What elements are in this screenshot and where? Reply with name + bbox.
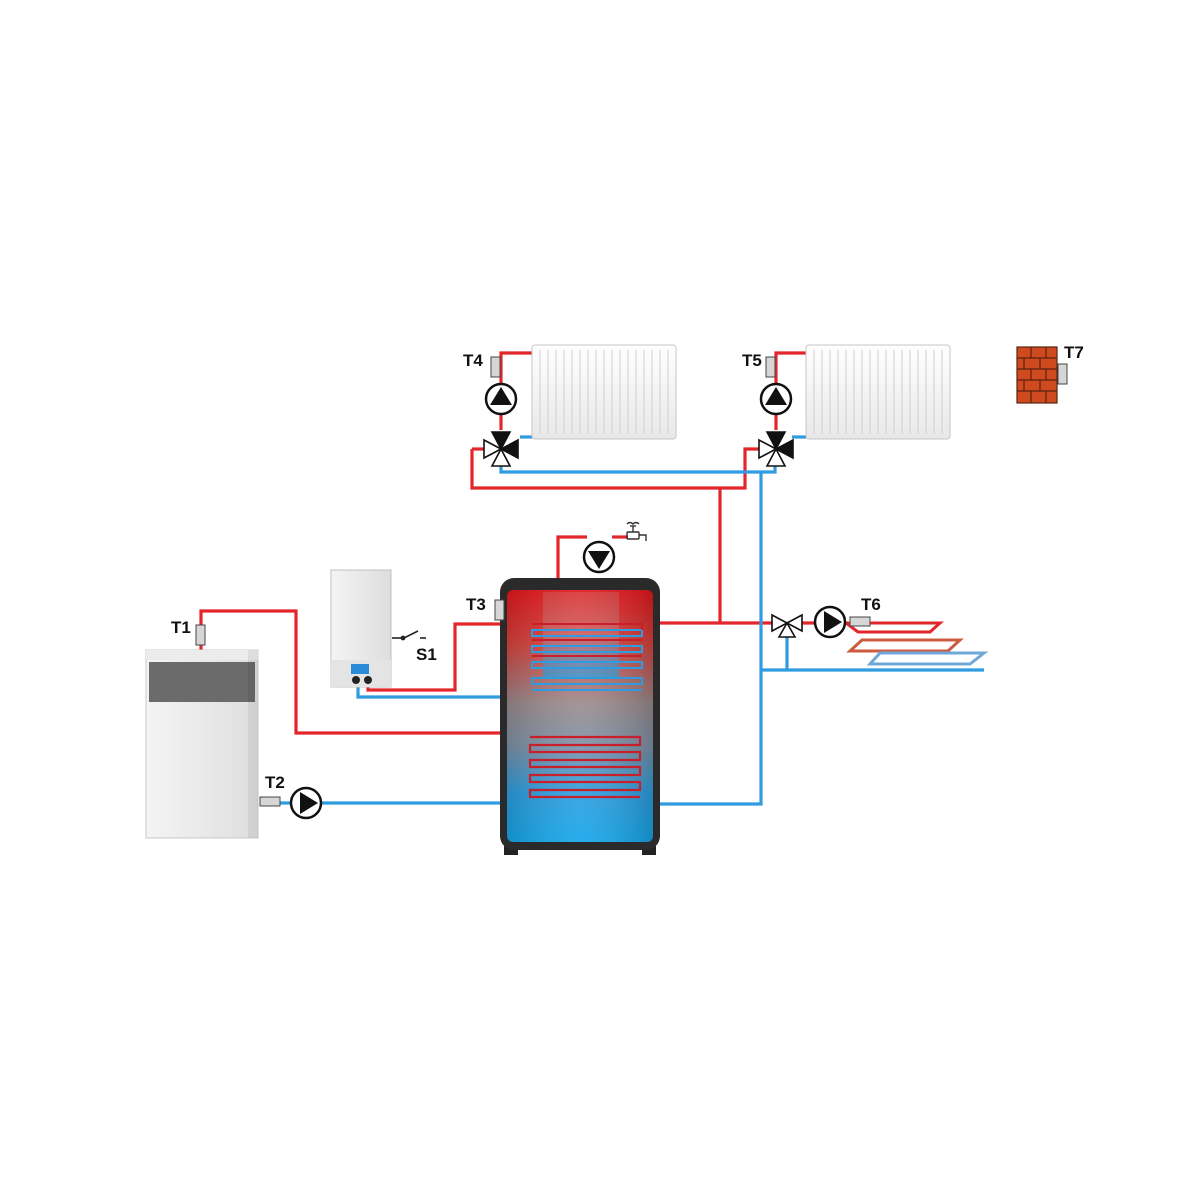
- wall-heater: [330, 569, 392, 688]
- switch-icon: [392, 630, 426, 641]
- pump-icon: [289, 786, 323, 820]
- boiler-supply-pipe: [199, 609, 502, 735]
- radiator-right: [805, 344, 951, 440]
- label-t2: T2: [265, 773, 285, 792]
- label-t6: T6: [861, 595, 881, 614]
- buffer-tank: [500, 578, 660, 855]
- radiator-return-distribution: [499, 463, 777, 474]
- brick-wall-icon: [1016, 346, 1058, 404]
- radiator-supply-distribution: [470, 447, 762, 490]
- upper-coil-red: [532, 623, 643, 657]
- pump-icon: [484, 382, 518, 416]
- radiator-left: [531, 344, 677, 440]
- label-t7: T7: [1064, 343, 1084, 362]
- label-s1: S1: [416, 645, 437, 664]
- sensor-icon: [195, 356, 1068, 807]
- lower-coil: [528, 735, 642, 799]
- mixing-valve-icon: [758, 431, 794, 467]
- floor-heating-loops: [841, 621, 989, 666]
- hot-water-outlet-pipe: [556, 535, 587, 580]
- upper-coil: [531, 629, 643, 691]
- pump-icon: [759, 382, 793, 416]
- wall-heater-return-pipe: [356, 686, 502, 699]
- pump-icon: [582, 540, 616, 574]
- label-t1: T1: [171, 618, 191, 637]
- label-t4: T4: [463, 351, 483, 370]
- mixing-valve-icon: [771, 613, 803, 638]
- wall-heater-supply-pipe: [366, 622, 500, 692]
- heating-return-main-pipe: [660, 472, 763, 806]
- label-t5: T5: [742, 351, 762, 370]
- tap-icon: [626, 521, 647, 541]
- mixing-valve-icon: [483, 431, 519, 467]
- pump-icon: [813, 605, 847, 639]
- label-t3: T3: [466, 595, 486, 614]
- boiler: [145, 649, 259, 839]
